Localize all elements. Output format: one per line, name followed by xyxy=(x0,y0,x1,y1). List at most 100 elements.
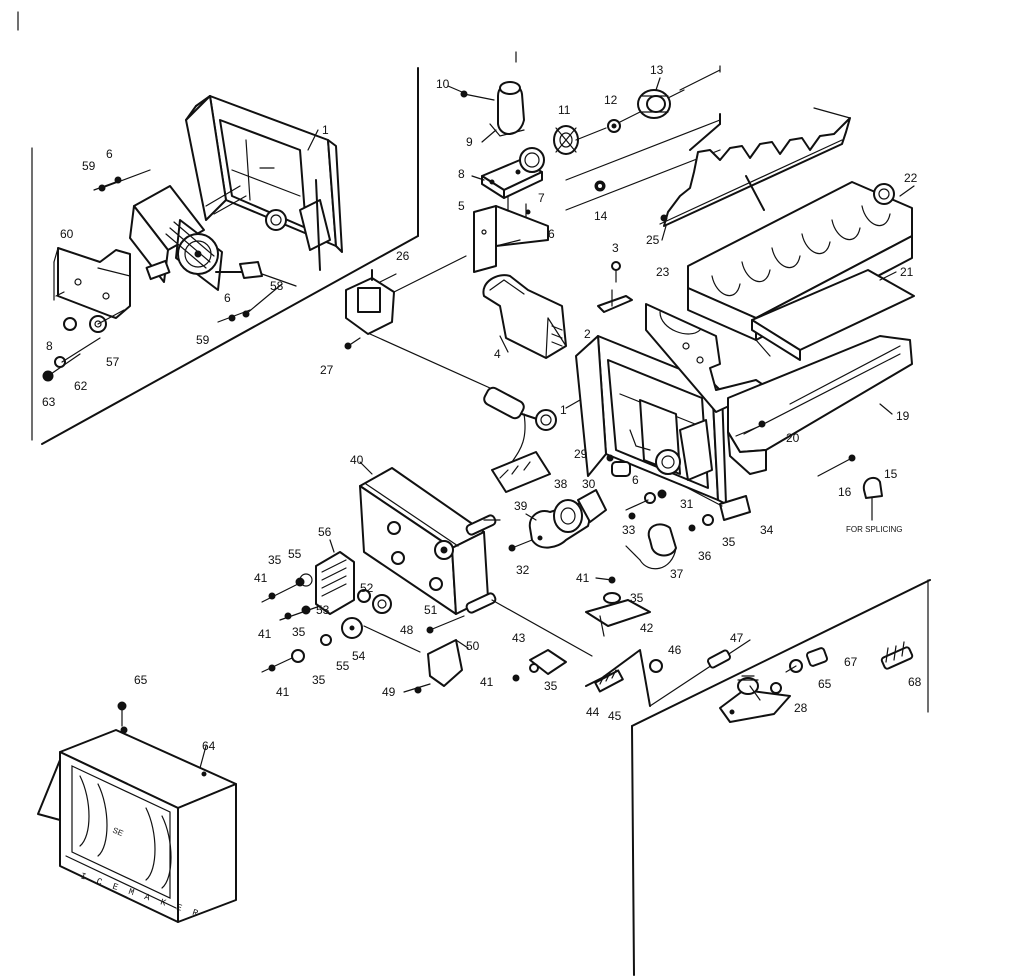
label-25: 25 xyxy=(646,233,660,247)
switch-26 xyxy=(344,255,491,389)
label-37: 37 xyxy=(670,567,684,581)
inset-housing xyxy=(185,95,343,271)
label-20: 20 xyxy=(786,431,800,445)
label-4: 4 xyxy=(494,347,501,361)
label-35-lower: 35 xyxy=(544,679,558,693)
label-41-right: 41 xyxy=(576,571,590,585)
inset-small-parts xyxy=(42,309,125,382)
shaft-lines xyxy=(565,65,721,211)
label-6-inset-bottom: 6 xyxy=(224,291,231,305)
label-41-bottom: 41 xyxy=(276,685,290,699)
label-47: 47 xyxy=(730,631,744,645)
label-23: 23 xyxy=(656,265,670,279)
label-38: 38 xyxy=(554,477,568,491)
cover-21 xyxy=(751,269,915,361)
label-45: 45 xyxy=(608,709,622,723)
label-41-mid: 41 xyxy=(258,627,272,641)
inset-screws xyxy=(93,169,283,323)
label-43: 43 xyxy=(512,631,526,645)
leader-lines xyxy=(199,77,915,769)
label-40: 40 xyxy=(350,453,364,467)
bracket-5 xyxy=(473,205,549,273)
label-21: 21 xyxy=(900,265,914,279)
label-50: 50 xyxy=(466,639,480,653)
label-35-right: 35 xyxy=(722,535,736,549)
label-49: 49 xyxy=(382,685,396,699)
label-14: 14 xyxy=(594,209,608,223)
label-68: 68 xyxy=(908,675,922,689)
label-65-right: 65 xyxy=(818,677,832,691)
label-6-inset-top: 6 xyxy=(106,147,113,161)
label-34: 34 xyxy=(760,523,774,537)
fill-valve-parts xyxy=(460,51,545,227)
label-22: 22 xyxy=(904,171,918,185)
label-6-lower: 6 xyxy=(632,473,639,487)
label-7: 7 xyxy=(538,191,545,205)
label-56: 56 xyxy=(318,525,332,539)
label-16: 16 xyxy=(838,485,852,499)
label-42: 42 xyxy=(640,621,654,635)
label-32: 32 xyxy=(516,563,530,577)
label-10: 10 xyxy=(436,77,450,91)
front-cover-64: SE xyxy=(37,701,237,923)
label-52: 52 xyxy=(360,581,374,595)
parts-33-37 xyxy=(625,512,714,570)
label-53: 53 xyxy=(316,603,330,617)
label-35-bottom: 35 xyxy=(312,673,326,687)
label-33: 33 xyxy=(622,523,636,537)
fittings-65-68 xyxy=(785,641,914,673)
label-36: 36 xyxy=(698,549,712,563)
label-28: 28 xyxy=(794,701,808,715)
label-3: 3 xyxy=(612,241,619,255)
main-housing xyxy=(575,335,727,505)
wire-harness xyxy=(483,386,557,493)
label-63: 63 xyxy=(42,395,56,409)
inset-motor-assembly xyxy=(129,185,263,291)
divider-frame xyxy=(17,11,931,976)
control-module-40 xyxy=(359,467,501,615)
label-1-inset: 1 xyxy=(322,123,329,137)
label-12: 12 xyxy=(604,93,618,107)
bracket-42 xyxy=(585,576,651,637)
label-26: 26 xyxy=(396,249,410,263)
label-51: 51 xyxy=(424,603,438,617)
label-59-inset-top: 59 xyxy=(82,159,96,173)
rod-44-47 xyxy=(491,599,751,707)
gear-parts-11-13 xyxy=(553,89,685,155)
label-19: 19 xyxy=(896,409,910,423)
switch-56-group xyxy=(261,551,421,673)
label-35-mid: 35 xyxy=(292,625,306,639)
label-27: 27 xyxy=(320,363,334,377)
label-41-lower: 41 xyxy=(480,675,494,689)
motor-39 xyxy=(508,489,607,552)
parts-15-16-20 xyxy=(735,420,883,521)
label-58: 58 xyxy=(270,279,284,293)
label-8-inset: 8 xyxy=(46,339,53,353)
stripper-25 xyxy=(659,107,851,227)
label-65-top: 65 xyxy=(134,673,148,687)
label-55-top: 55 xyxy=(288,547,302,561)
label-35-right2: 35 xyxy=(630,591,644,605)
label-41-top: 41 xyxy=(254,571,268,585)
label-31: 31 xyxy=(680,497,694,511)
valve-28 xyxy=(719,675,791,723)
label-2: 2 xyxy=(584,327,591,341)
label-54: 54 xyxy=(352,649,366,663)
label-55-mid: 55 xyxy=(336,659,350,673)
label-46: 46 xyxy=(668,643,682,657)
shield-19 xyxy=(727,335,913,475)
label-30: 30 xyxy=(582,477,596,491)
label-5: 5 xyxy=(458,199,465,213)
label-44: 44 xyxy=(586,705,600,719)
label-39: 39 xyxy=(514,499,528,513)
label-48: 48 xyxy=(400,623,414,637)
label-1-main: 1 xyxy=(560,403,567,417)
label-29: 29 xyxy=(574,447,588,461)
mold-4 xyxy=(482,274,567,359)
label-15: 15 xyxy=(884,467,898,481)
label-62: 62 xyxy=(74,379,88,393)
label-13: 13 xyxy=(650,63,664,77)
label-59-inset-bottom: 59 xyxy=(196,333,210,347)
parts-2-3 xyxy=(597,261,633,313)
